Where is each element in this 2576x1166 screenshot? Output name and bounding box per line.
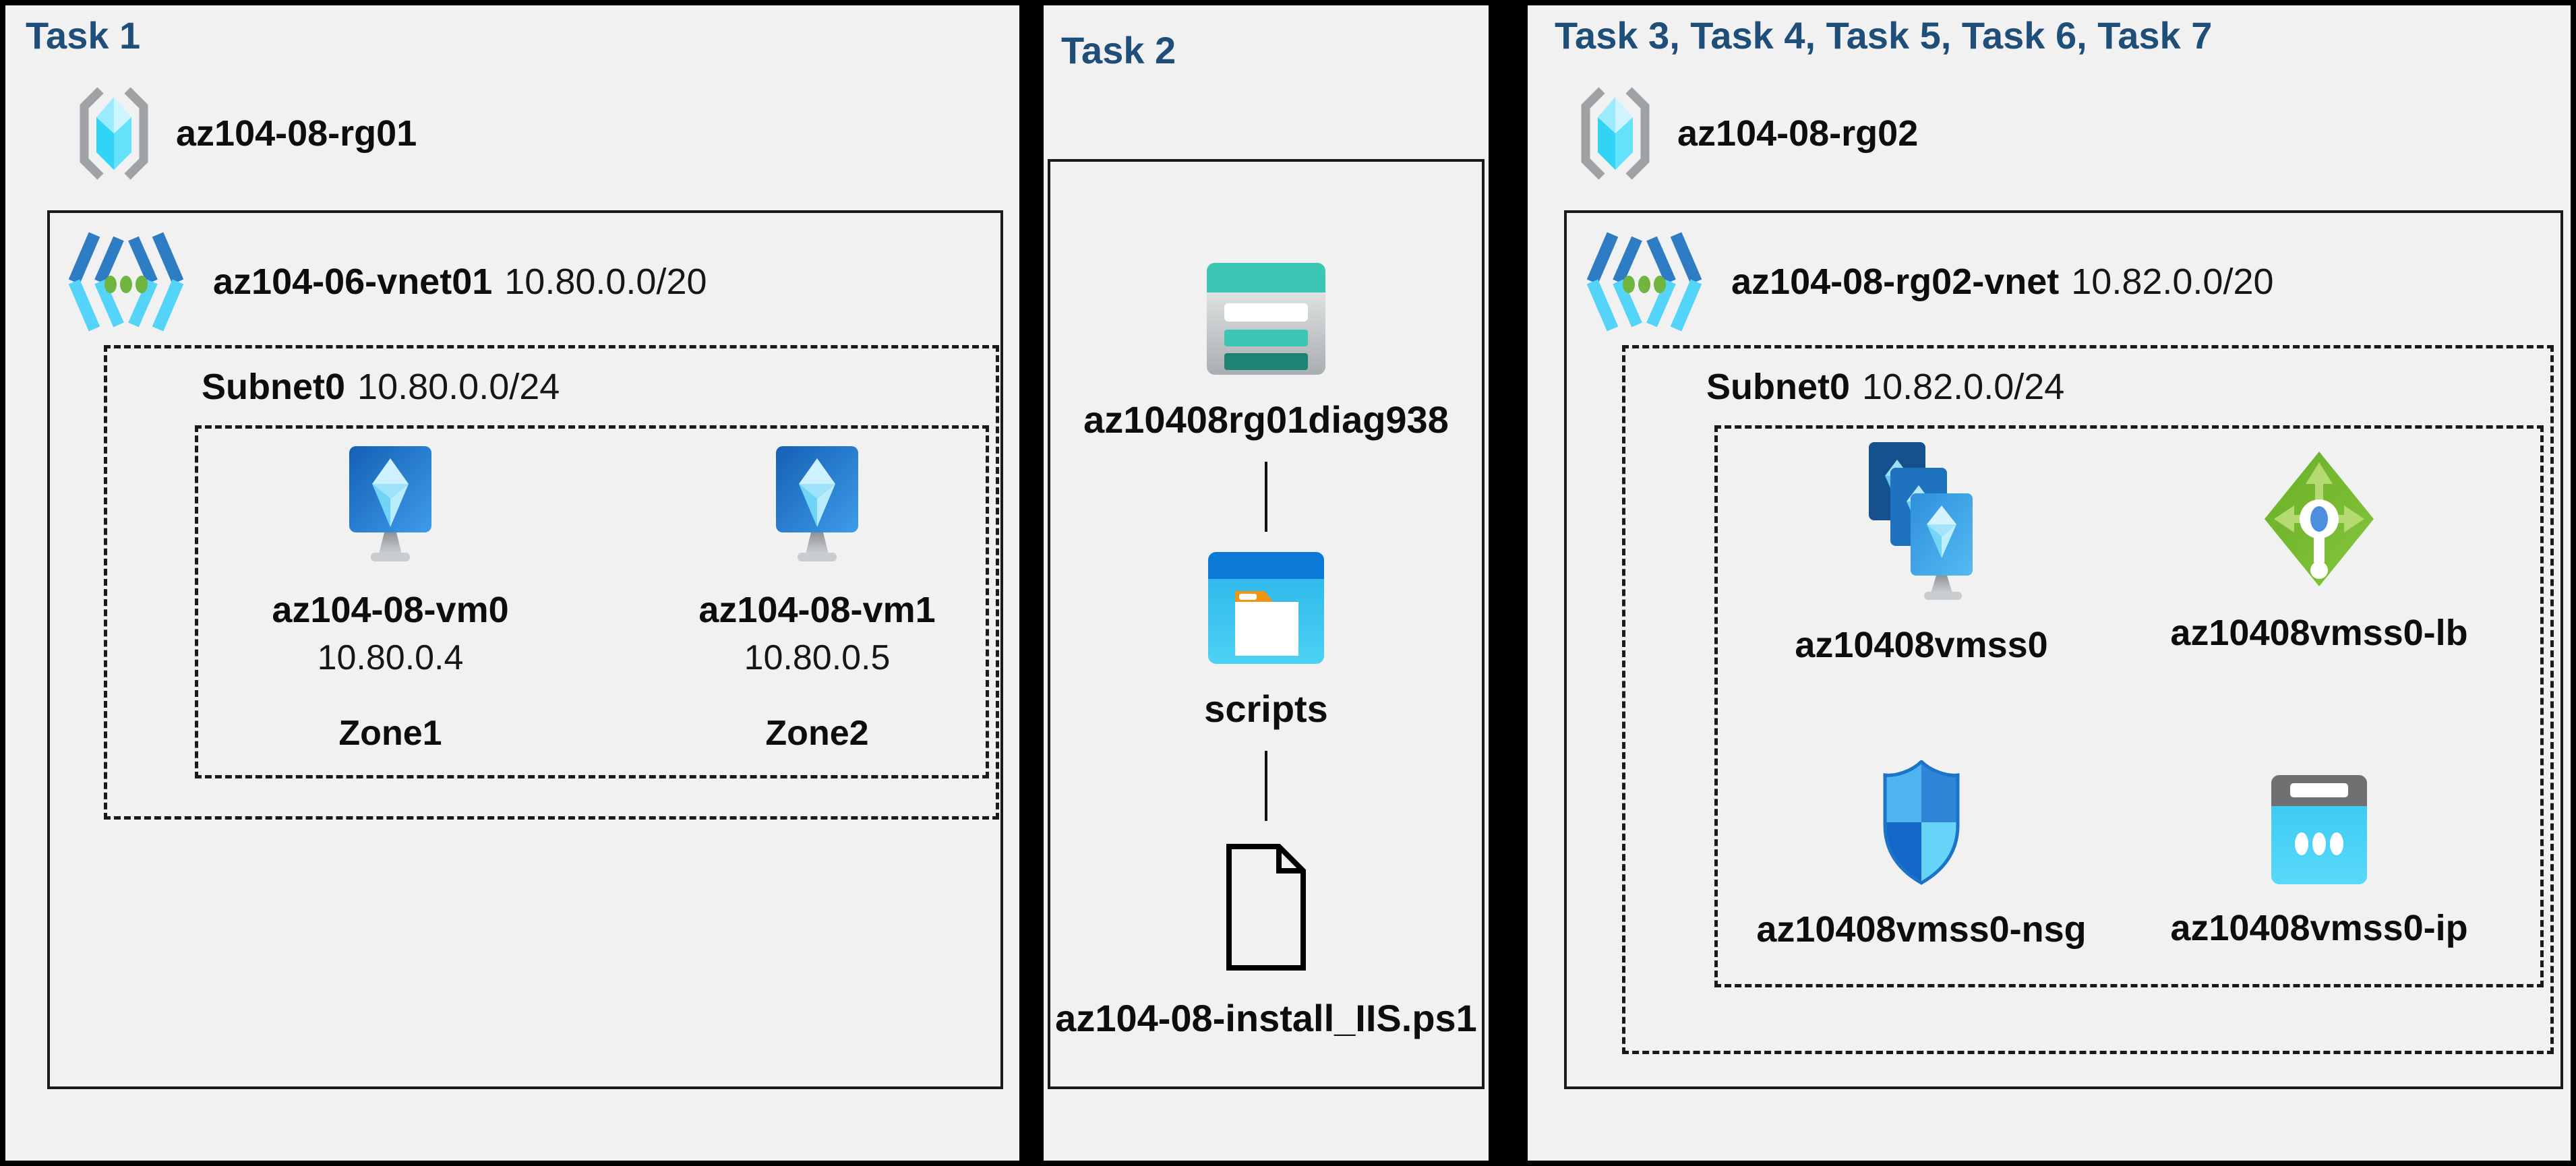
virtual-network-icon bbox=[69, 229, 183, 334]
virtual-machine-icon bbox=[347, 446, 434, 566]
vnet-label: az104-08-rg02-vnet 10.82.0.0/20 bbox=[1731, 261, 2274, 303]
resource-entry: az10408vmss0-nsg bbox=[1733, 751, 2110, 950]
resource-group-icon bbox=[1578, 86, 1653, 181]
resource-group-row: az104-08-rg01 bbox=[76, 86, 417, 181]
vm-zone: Zone1 bbox=[338, 714, 442, 753]
vnet-box: az104-08-rg02-vnet 10.82.0.0/20 Subnet0 … bbox=[1564, 210, 2563, 1089]
nsg-name: az10408vmss0-nsg bbox=[1756, 909, 2087, 950]
vnet-label: az104-06-vnet01 10.80.0.0/20 bbox=[213, 261, 707, 303]
vnet-name: az104-06-vnet01 bbox=[213, 262, 493, 302]
vm-entry: az104-08-vm1 10.80.0.5 Zone2 bbox=[682, 446, 952, 754]
script-file-name: az104-08-install_IIS.ps1 bbox=[1055, 997, 1477, 1039]
subnet-box: Subnet0 10.82.0.0/24 bbox=[1622, 345, 2554, 1054]
task1-panel: Task 1 az104-08-rg01 bbox=[5, 5, 1019, 1161]
task1-title: Task 1 bbox=[26, 14, 141, 57]
subnet-cidr: 10.82.0.0/24 bbox=[1862, 367, 2065, 407]
subnet-label: Subnet0 10.80.0.0/24 bbox=[202, 366, 560, 408]
vnet-header: az104-06-vnet01 10.80.0.0/20 bbox=[69, 229, 707, 334]
task2-box: az10408rg01diag938 scripts bbox=[1048, 159, 1485, 1089]
resource-entry: az10408vmss0 bbox=[1733, 441, 2110, 666]
subnet-cidr: 10.80.0.0/24 bbox=[357, 367, 560, 407]
vmss-group-box: az10408vmss0 bbox=[1714, 425, 2544, 987]
connector-line bbox=[1265, 462, 1267, 532]
blob-container-name: scripts bbox=[1204, 687, 1328, 730]
task2-panel: Task 2 az10408rg01diag938 bbox=[1044, 5, 1489, 1161]
script-file-icon bbox=[1222, 841, 1310, 973]
task3-7-title: Task 3, Task 4, Task 5, Task 6, Task 7 bbox=[1555, 14, 2213, 57]
resource-group-name: az104-08-rg01 bbox=[176, 113, 417, 154]
task3-7-panel: Task 3, Task 4, Task 5, Task 6, Task 7 a… bbox=[1528, 5, 2571, 1161]
vm-ip: 10.80.0.4 bbox=[317, 638, 464, 677]
virtual-machine-icon bbox=[773, 446, 861, 566]
vnet-header: az104-08-rg02-vnet 10.82.0.0/20 bbox=[1587, 229, 2274, 334]
load-balancer-name: az10408vmss0-lb bbox=[2170, 613, 2468, 653]
connector-line bbox=[1265, 751, 1267, 821]
vm-zone: Zone2 bbox=[765, 714, 869, 753]
vnet-name: az104-08-rg02-vnet bbox=[1731, 262, 2060, 302]
subnet-box: Subnet0 10.80.0.0/24 bbox=[104, 345, 999, 820]
resource-group-name: az104-08-rg02 bbox=[1677, 113, 1919, 154]
storage-account-icon bbox=[1207, 263, 1325, 375]
vm-group-box: az104-08-vm0 10.80.0.4 Zone1 bbox=[195, 425, 989, 778]
vnet-box: az104-06-vnet01 10.80.0.0/20 Subnet0 10.… bbox=[47, 210, 1003, 1089]
vm-ip: 10.80.0.5 bbox=[744, 638, 891, 677]
resource-entry: az10408vmss0-lb bbox=[2130, 441, 2508, 654]
resource-group-row: az104-08-rg02 bbox=[1578, 86, 1918, 181]
public-ip-name: az10408vmss0-ip bbox=[2170, 908, 2468, 948]
subnet-label: Subnet0 10.82.0.0/24 bbox=[1706, 366, 2064, 408]
vm-entry: az104-08-vm0 10.80.0.4 Zone1 bbox=[256, 446, 525, 754]
storage-account-name: az10408rg01diag938 bbox=[1083, 398, 1449, 441]
virtual-network-icon bbox=[1587, 229, 1702, 334]
subnet-name: Subnet0 bbox=[202, 367, 346, 407]
resource-group-icon bbox=[76, 86, 152, 181]
network-security-group-icon bbox=[1880, 760, 1963, 886]
vnet-cidr: 10.80.0.0/20 bbox=[504, 262, 707, 302]
vm-name: az104-08-vm1 bbox=[698, 590, 936, 630]
vm-scale-set-icon bbox=[1867, 441, 1975, 601]
task2-stack: az10408rg01diag938 scripts bbox=[1050, 162, 1482, 1040]
resource-entry: az10408vmss0-ip bbox=[2130, 751, 2508, 949]
vm-name: az104-08-vm0 bbox=[272, 590, 509, 630]
load-balancer-icon bbox=[2262, 449, 2376, 589]
vmss-name: az10408vmss0 bbox=[1795, 625, 2048, 665]
blob-container-icon bbox=[1208, 552, 1324, 664]
vnet-cidr: 10.82.0.0/20 bbox=[2071, 262, 2274, 302]
public-ip-icon bbox=[2271, 775, 2367, 884]
task2-title: Task 2 bbox=[1061, 29, 1176, 71]
subnet-name: Subnet0 bbox=[1706, 367, 1851, 407]
